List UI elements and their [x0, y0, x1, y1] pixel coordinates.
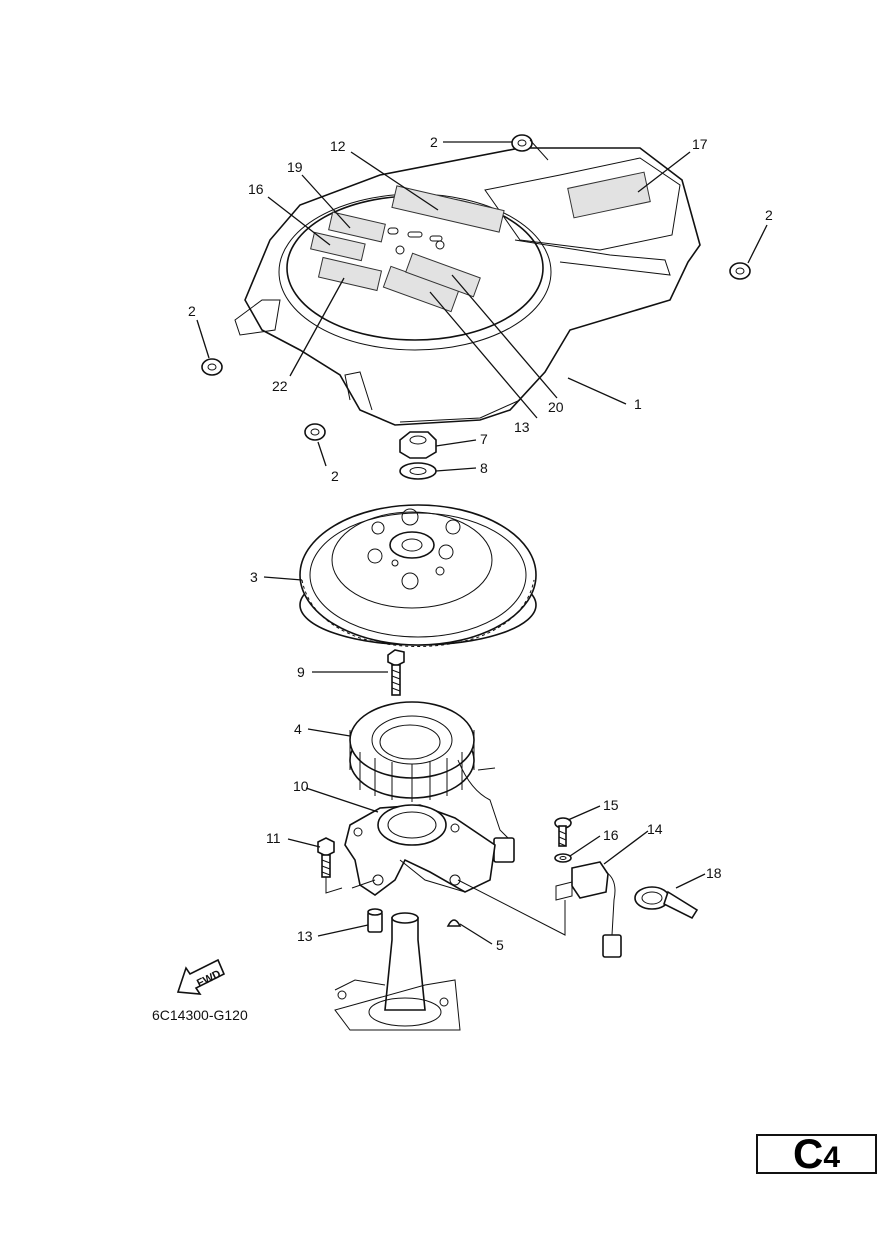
flywheel: [299, 504, 537, 647]
washer: [399, 462, 437, 480]
callout-2-top: 2: [430, 134, 438, 150]
bolt-10: [317, 837, 335, 878]
callout-9: 10: [293, 778, 309, 794]
callout-19: 17: [692, 136, 708, 152]
callout-14: 16: [603, 827, 619, 843]
woodruff-key: [446, 919, 462, 927]
callout-12: 14: [647, 821, 663, 837]
callout-3: 3: [250, 569, 258, 585]
clamp: [634, 886, 699, 920]
flywheel-cover: [234, 147, 701, 426]
dowel-pin: [367, 908, 383, 933]
label-sticker-19: [567, 171, 651, 219]
callout-10: 11: [266, 830, 281, 846]
page-id-letter: C: [792, 1130, 824, 1177]
callout-21: 19: [287, 159, 303, 175]
callout-labels: 2 12 17 19 16 2 2 22 1 20 13 7 2 8 3 9 4…: [188, 134, 773, 953]
callout-18: 16: [248, 181, 264, 197]
callout-20: 20: [548, 399, 564, 415]
callout-1: 1: [634, 396, 642, 412]
nut: [399, 431, 437, 459]
grommet-left: [201, 358, 223, 376]
callout-17: 13: [514, 419, 530, 435]
callout-22: 22: [272, 378, 288, 394]
label-sticker-18: [310, 231, 366, 262]
bolt-8: [387, 649, 405, 696]
grommet-bottom: [304, 423, 326, 441]
callout-2-bottom: 2: [331, 468, 339, 484]
diagram-code: 6C14300-G120: [152, 1007, 248, 1023]
callout-6: 7: [480, 431, 488, 447]
callout-2-right: 2: [765, 207, 773, 223]
callout-4: 4: [294, 721, 302, 737]
callout-2-left: 2: [188, 303, 196, 319]
stator-base: [344, 804, 496, 896]
page-id-number: 4: [823, 1141, 841, 1174]
leader-lines: [196, 141, 768, 945]
grommet-right: [729, 262, 751, 280]
crankshaft-base: [334, 912, 461, 1031]
pulser-coil: [555, 861, 622, 958]
callout-8: 9: [297, 664, 305, 680]
callout-15: 18: [706, 865, 722, 881]
washer-14: [554, 853, 572, 863]
callout-7: 8: [480, 460, 488, 476]
callout-16: 12: [330, 138, 346, 154]
screw-13: [554, 817, 572, 847]
callout-13: 15: [603, 797, 619, 813]
callout-11: 13: [297, 928, 313, 944]
callout-5: 5: [496, 937, 504, 953]
stator-coil: [349, 701, 515, 863]
grommet-top: [511, 134, 533, 152]
fwd-arrow: FWD: [176, 958, 226, 995]
assembly-lines: [325, 139, 566, 936]
label-sticker-22: [317, 256, 383, 292]
